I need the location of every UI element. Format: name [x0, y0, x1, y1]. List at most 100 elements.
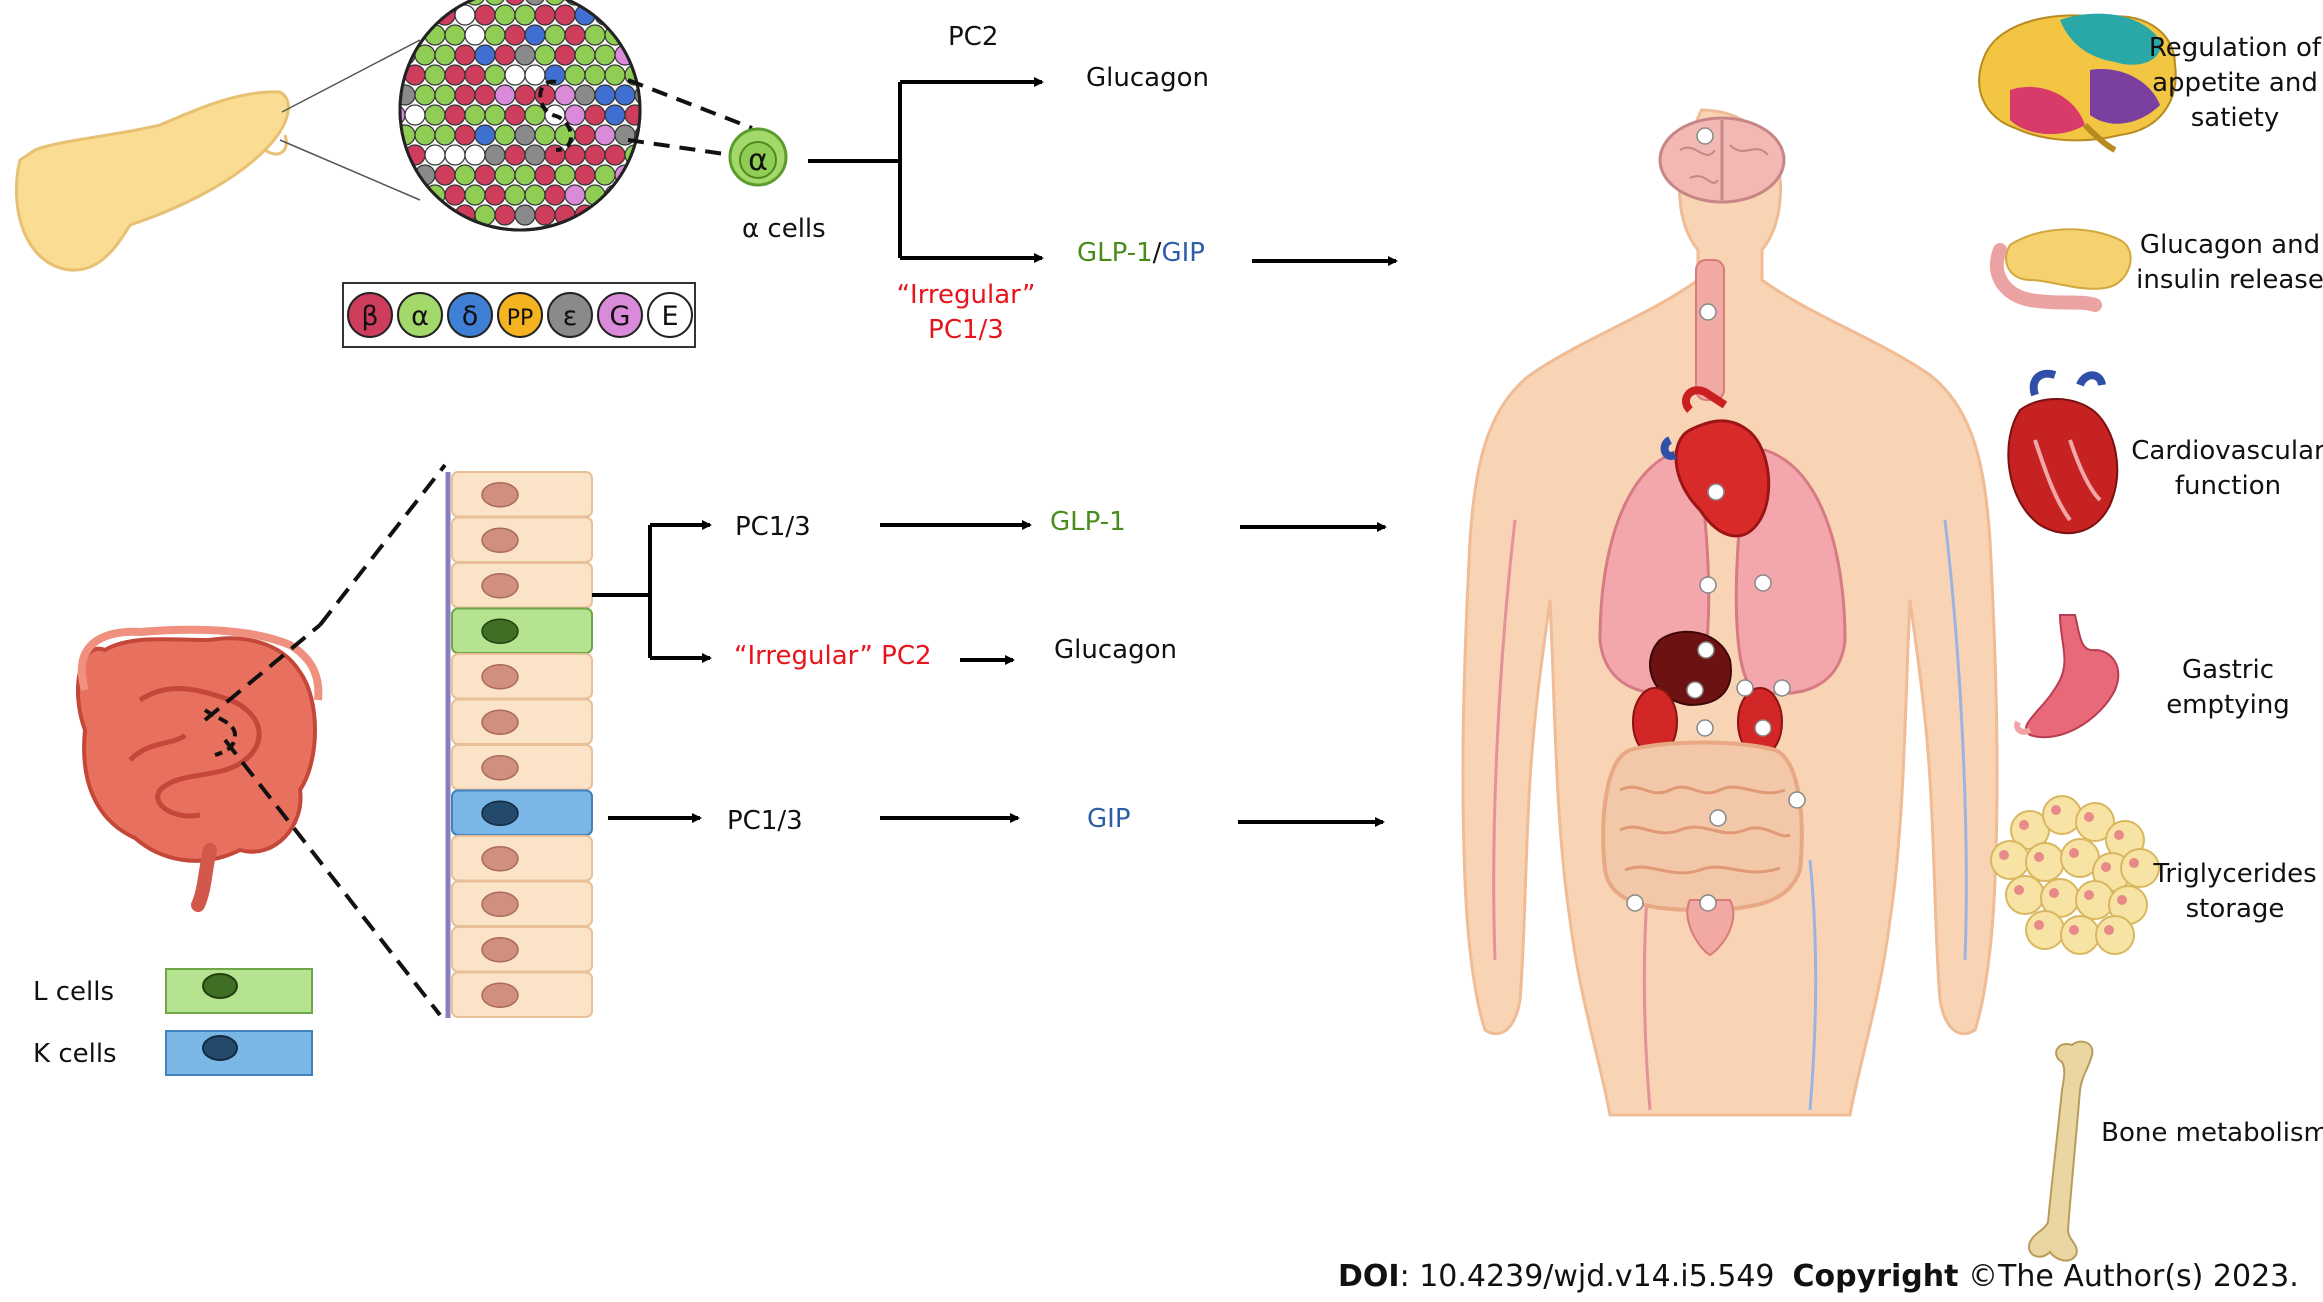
pc13-label-pancreas: PC1/3: [928, 315, 1004, 345]
islet-cell: [400, 184, 406, 206]
legend-cell-swatch: [597, 292, 643, 338]
organ-marker: [1754, 574, 1772, 592]
islet-cell: [400, 204, 416, 226]
islet-cell: [544, 24, 566, 46]
islet-cell: [604, 0, 626, 6]
islet-cell: [494, 164, 516, 186]
adipocyte-nucleus: [2084, 890, 2094, 900]
organ-marker: [1707, 483, 1725, 501]
adipocyte: [2075, 880, 2115, 920]
effect-label: Bone metabolism: [2101, 1118, 2323, 1148]
alpha-cell: α: [627, 78, 788, 187]
islet-cell: [634, 124, 640, 146]
epithelium-column: [445, 471, 593, 1018]
islet-cell: [584, 64, 606, 86]
adipocyte-nucleus: [2114, 830, 2124, 840]
cell-nucleus: [481, 937, 519, 963]
epithelial-cell: [451, 516, 593, 563]
adipocyte-nucleus: [2129, 858, 2139, 868]
organ-marker: [1773, 679, 1791, 697]
islet-cell: [584, 0, 606, 6]
legend-cell-swatch: [447, 292, 493, 338]
islet-cell: [454, 44, 476, 66]
islet-cell: [624, 24, 640, 46]
irregular-label-pancreas: “Irregular”: [897, 280, 1036, 310]
glp1-gip-label-pancreas: GLP-1/GIP: [1077, 238, 1205, 268]
islet-cell: [494, 44, 516, 66]
islet-cell: [474, 44, 496, 66]
islet-cell: [400, 144, 406, 166]
islet-cell: [574, 124, 596, 146]
adipocyte-nucleus: [2049, 888, 2059, 898]
l-cell-swatch: [165, 968, 313, 1014]
adipocyte-nucleus: [2117, 895, 2127, 905]
islet-cell: [594, 164, 616, 186]
islet-cell: [434, 84, 456, 106]
adipocyte-nucleus: [2051, 805, 2061, 815]
epithelial-cell: [451, 744, 593, 791]
islet-cell: [404, 104, 426, 126]
epithelial-cell: [451, 789, 593, 836]
islet-cell: [514, 164, 536, 186]
slash-label: /: [1153, 238, 1162, 268]
islet-cell: [464, 144, 486, 166]
islet-cell: [424, 0, 446, 6]
islet-cell: [484, 24, 506, 46]
islet-cell: [524, 24, 546, 46]
pancreas-icon: [1989, 228, 2132, 312]
adipocyte-nucleus: [2034, 920, 2044, 930]
islet-cell: [504, 24, 526, 46]
islet-cell: [404, 0, 426, 6]
k-cells-label: K cells: [33, 1039, 117, 1069]
epithelial-cell: [451, 880, 593, 927]
islet-cell: [400, 0, 406, 6]
organ-marker: [1754, 719, 1772, 737]
islet-cell: [504, 144, 526, 166]
islet-cell: [504, 184, 526, 206]
glp1-label-pancreas: GLP-1: [1077, 238, 1153, 268]
effect-label-line: function: [2175, 471, 2281, 501]
islet-cell: [604, 144, 626, 166]
islet-cell: [564, 104, 586, 126]
islet-cell: [494, 204, 516, 226]
islet-cell: [400, 24, 406, 46]
intestine-illustration: [76, 463, 447, 1017]
effect-label-line: Glucagon and: [2140, 230, 2320, 260]
l-cells-label: L cells: [33, 977, 114, 1007]
islet-cell: [574, 164, 596, 186]
cell-nucleus: [481, 618, 519, 644]
effect-label-line: insulin release: [2136, 265, 2323, 295]
legend-cell-label: α: [411, 301, 429, 332]
effect-label-line: Triglycerides: [2152, 859, 2316, 889]
adipocyte-nucleus: [2101, 862, 2111, 872]
islet-cell: [594, 44, 616, 66]
irregular-pc2-label-gut: “Irregular” PC2: [734, 641, 932, 671]
doi-label: DOI: [1338, 1259, 1400, 1294]
islet-cell: [474, 124, 496, 146]
islet-cell: [494, 4, 516, 26]
legend-cell-label: PP: [507, 306, 534, 331]
brain-icon: [1978, 13, 2177, 153]
effect-label-line: Cardiovascular: [2131, 436, 2323, 466]
islet-cell: [484, 144, 506, 166]
islet-cell: [544, 0, 566, 6]
legend-cell-swatch: [497, 292, 543, 338]
islet-cell: [534, 44, 556, 66]
organ-marker: [1699, 576, 1717, 594]
islet-cell: [400, 164, 416, 186]
cell-nucleus: [481, 891, 519, 917]
pc2-label: PC2: [948, 22, 998, 52]
islet-cell: [424, 64, 446, 86]
islet-cell: [534, 124, 556, 146]
adipocyte: [2075, 802, 2115, 842]
islet-cell: [514, 124, 536, 146]
effect-label-line: Gastric: [2182, 655, 2274, 685]
adipocyte: [2042, 795, 2082, 835]
islet-cell: [634, 204, 640, 226]
islet-cell: [534, 4, 556, 26]
gip-label-pancreas: GIP: [1161, 238, 1205, 268]
islet-cell: [634, 84, 640, 106]
